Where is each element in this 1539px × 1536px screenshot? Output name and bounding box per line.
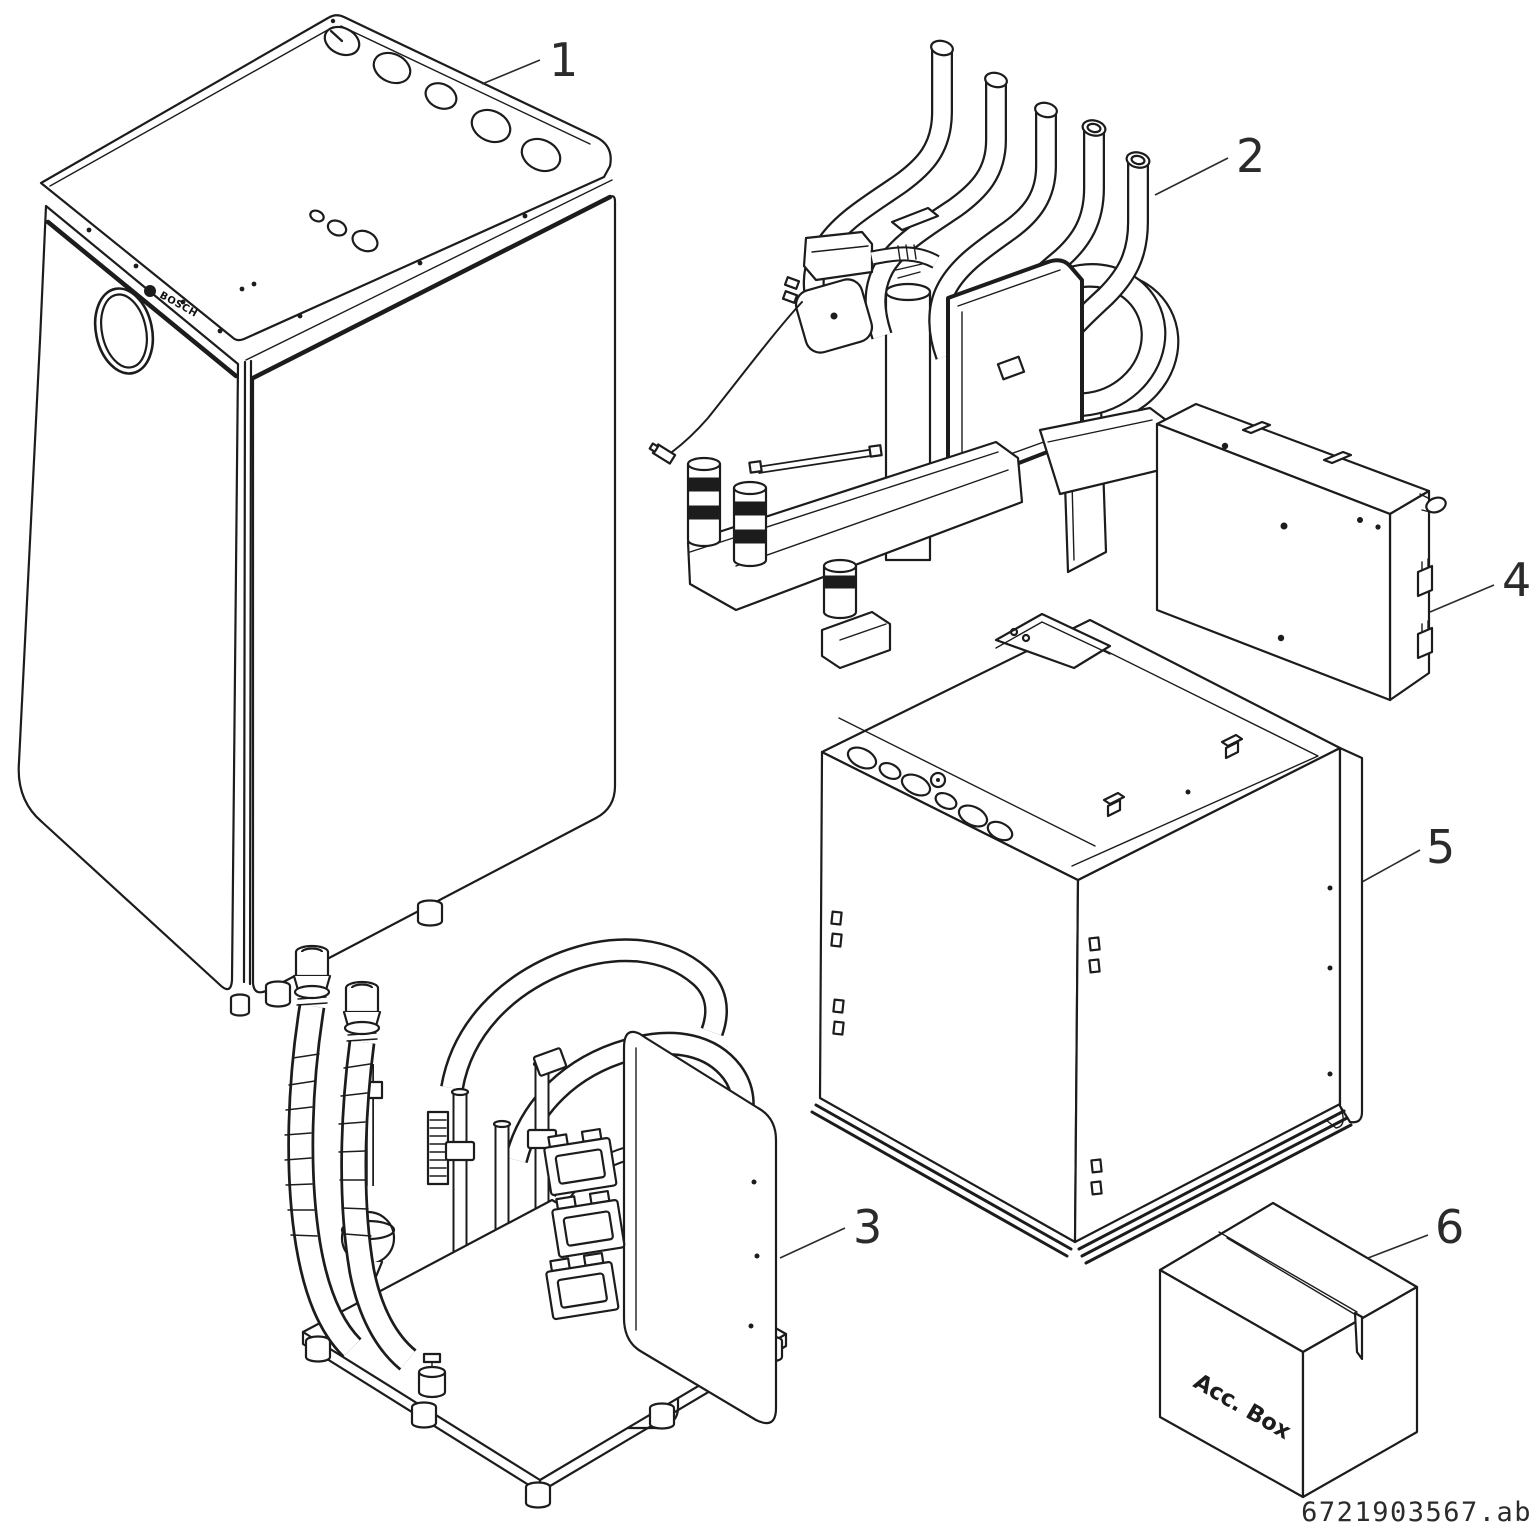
flex-hoses [284,944,417,1371]
callout-2-label: 2 [1236,129,1265,183]
callout-2: 2 [1154,129,1265,196]
part-control-box [1155,402,1447,702]
callout-1-label: 1 [549,33,578,87]
callout-1-leader [481,59,541,85]
callout-4-leader [1429,584,1495,613]
relay-boxes [543,1127,626,1321]
check-valves [686,456,768,568]
cable-gland [1425,496,1447,514]
callout-5: 5 [1361,820,1455,883]
bosch-logo-icon [144,285,156,297]
part-casing-box [810,612,1364,1265]
connector-tabs [1416,558,1434,660]
front-ring-display [93,287,155,375]
part-hydraulic-assembly [648,39,1180,670]
callout-2-leader [1154,157,1229,196]
part-compressor-module [284,938,788,1509]
callout-4: 4 [1429,553,1531,613]
callout-3-leader [779,1227,846,1259]
callout-4-label: 4 [1502,553,1531,607]
circulation-pump [781,230,874,354]
part-cabinet-enclosure: BOSCH [17,14,617,1017]
doc-code: 6721903567.ab [1301,1497,1532,1528]
callout-6-label: 6 [1435,1200,1464,1254]
callout-5-label: 5 [1426,820,1455,874]
callout-5-leader [1361,849,1421,883]
callout-3: 3 [779,1200,882,1259]
cable-plug [648,442,677,465]
callout-1: 1 [481,33,578,87]
feet [304,1335,784,1509]
callout-6: 6 [1367,1200,1464,1259]
callout-6-leader [1367,1234,1429,1259]
callout-3-label: 3 [853,1200,882,1254]
part-accessory-box: Acc. Box [1158,1201,1419,1499]
